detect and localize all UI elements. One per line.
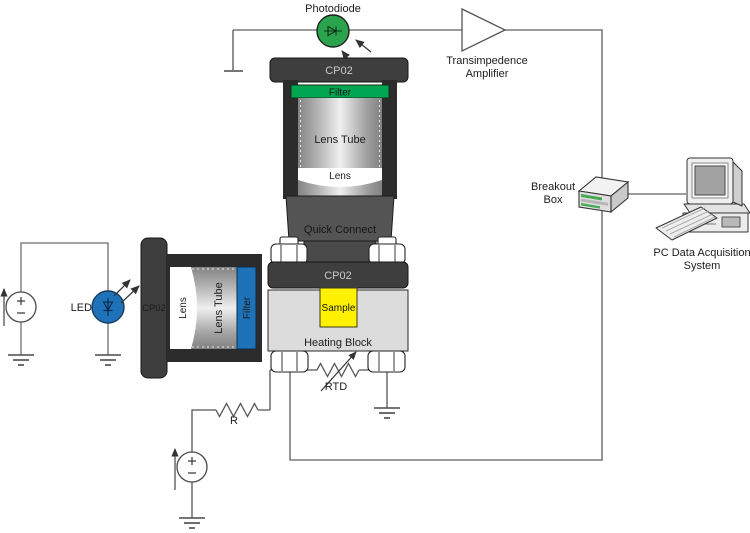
diode-symbol-icon xyxy=(324,25,342,37)
sample-stage: CP02 Sample Heating Block RTD xyxy=(267,261,409,393)
r-resistor-zigzag xyxy=(215,402,259,418)
ground-symbols xyxy=(8,70,400,529)
led-label: LED xyxy=(71,302,92,314)
plus-minus-icon xyxy=(17,297,25,314)
ground-icon xyxy=(179,517,205,529)
rtd-label: RTD xyxy=(325,381,347,393)
opamp-triangle-icon xyxy=(461,7,507,53)
led-supply-wire xyxy=(20,242,109,292)
bolt-nut-icon xyxy=(367,350,406,373)
pc-label-line1: PC Data Acquisition xyxy=(653,247,750,259)
amp-output-wire xyxy=(289,29,603,461)
lens-tube-label: Lens Tube xyxy=(314,134,365,146)
excitation-arm: CP02 Lens Lens Tube Filter xyxy=(140,237,262,379)
mount-bolts-lower xyxy=(270,350,406,373)
quick-connect-label: Quick Connect xyxy=(304,224,376,236)
sample-label: Sample xyxy=(322,303,356,314)
detection-arm: CP02 Filter Lens Tube Lens Quick Connect xyxy=(269,57,409,265)
breakout-box-label-line1: Breakout xyxy=(531,181,575,193)
sample-cell xyxy=(319,287,358,328)
hlens-tube-label: Lens Tube xyxy=(213,282,225,333)
pc-keys-icon xyxy=(661,207,716,238)
bolt-nut-icon xyxy=(270,350,309,373)
htube-frame-bottom xyxy=(167,349,262,362)
lens-lower-shoulder xyxy=(298,180,382,199)
ground-icon xyxy=(374,407,400,419)
excitation-filter xyxy=(236,266,257,350)
breakout-stripe-icon xyxy=(581,203,600,209)
amplifier-label-line1: Transimpedence xyxy=(446,55,528,67)
pc-monitor-side-icon xyxy=(732,161,743,207)
emission-filter-label: Filter xyxy=(329,88,352,99)
hlens-label: Lens xyxy=(178,297,189,319)
breakout-stripe-icon xyxy=(581,194,602,201)
htube-frame-right xyxy=(255,262,262,354)
led-diode-symbol-icon xyxy=(102,298,114,316)
ground-icon xyxy=(95,354,121,366)
cp02-top-plate xyxy=(269,57,409,83)
tube-wall-right xyxy=(382,80,397,199)
emitted-light-arrows-icon xyxy=(113,279,140,304)
htube-frame-left xyxy=(167,262,170,354)
hlens-element xyxy=(170,267,197,349)
rtd-wiper-arrow-icon xyxy=(320,351,357,392)
voltage-source-icon xyxy=(5,291,37,323)
r-wire xyxy=(191,370,271,518)
plus-minus-icon xyxy=(188,457,196,474)
breakout-box-label-line2: Box xyxy=(544,194,563,206)
htube-frame-top xyxy=(167,254,262,267)
pc-keyboard-icon xyxy=(655,206,718,241)
pc-vent-icon xyxy=(721,216,741,228)
pc-screen-icon xyxy=(694,165,726,196)
rtd-resistor-zigzag xyxy=(316,362,360,378)
cp02-left-label: CP02 xyxy=(142,303,166,314)
ground-icon xyxy=(8,354,34,366)
heating-block-label: Heating Block xyxy=(304,337,372,349)
lens-label: Lens xyxy=(329,171,351,182)
tube-wall-left xyxy=(283,80,298,199)
photodiode-group: Photodiode xyxy=(305,3,372,65)
breakout-stripe-icon xyxy=(581,198,608,206)
pc-label-line2: System xyxy=(684,260,721,272)
bias-circuit: R xyxy=(171,415,238,490)
voltage-source-icon xyxy=(176,451,208,483)
transimpedance-amplifier: Transimpedence Amplifier xyxy=(446,7,528,80)
lens-element xyxy=(298,168,382,187)
led-circuit: LED xyxy=(0,279,140,326)
lens-tube-body xyxy=(298,98,382,168)
amplifier-label-line2: Amplifier xyxy=(466,68,509,80)
bolt-nut-icon xyxy=(270,243,308,265)
photodiode-label: Photodiode xyxy=(305,3,361,15)
cp02-mid-label: CP02 xyxy=(324,270,352,282)
left-circuit-wires xyxy=(20,242,109,355)
bolt-nut-icon xyxy=(368,243,406,265)
breakout-box: Breakout Box xyxy=(531,176,630,214)
quick-connect-neck xyxy=(303,240,377,263)
pc-data-acquisition: PC Data Acquisition System xyxy=(653,157,750,272)
cp02-top-label: CP02 xyxy=(325,65,353,77)
breakout-box-side xyxy=(610,180,629,214)
excitation-filter-label: Filter xyxy=(242,296,253,319)
mount-bolts-upper xyxy=(270,236,406,265)
resistor-label: R xyxy=(230,415,238,427)
